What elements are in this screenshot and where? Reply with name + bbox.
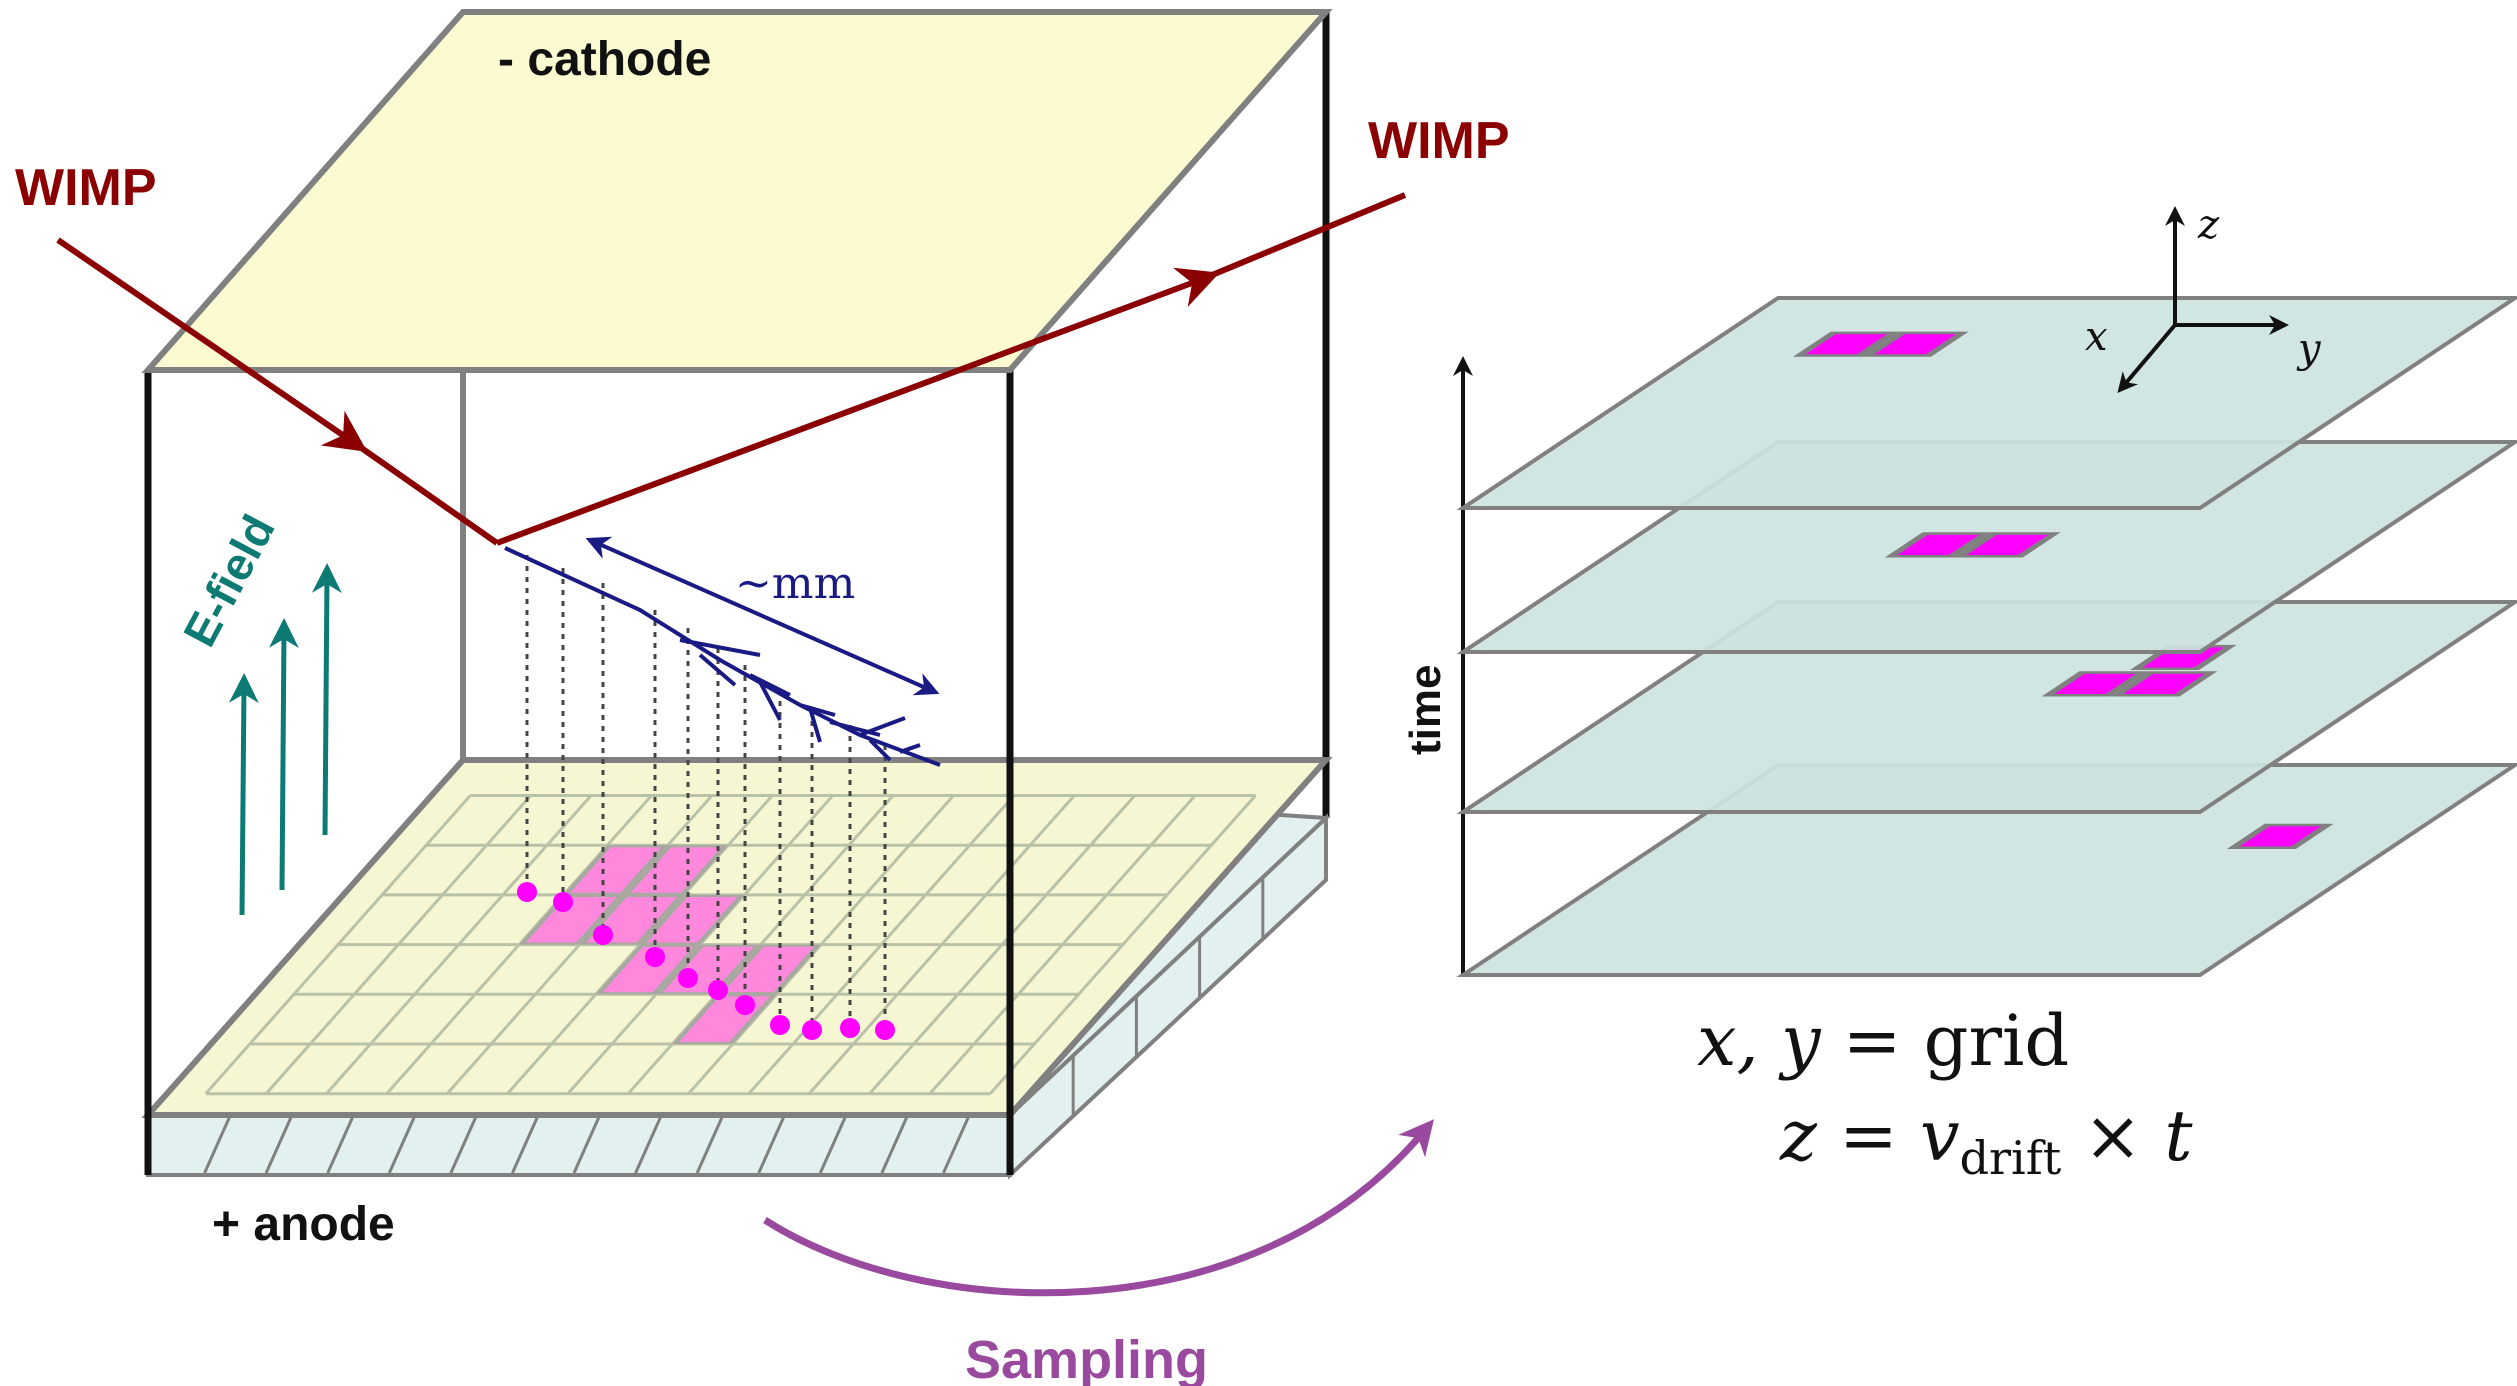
axis-x-label: x — [2085, 314, 2108, 360]
wimp-out-label: WIMP — [1368, 112, 1510, 170]
arrow-icon — [495, 267, 1220, 546]
time-layer — [1456, 763, 2517, 977]
front-tick — [942, 1116, 970, 1174]
eq1-rhs: = grid — [1821, 1000, 2070, 1082]
electron-dot — [770, 1015, 790, 1035]
cathode-label: - cathode — [498, 33, 711, 86]
electron-dot — [708, 980, 728, 1000]
front-tick — [818, 1116, 847, 1174]
sampling-label: Sampling — [965, 1330, 1208, 1386]
front-tick — [326, 1116, 355, 1174]
time-label: time — [1401, 665, 1450, 755]
anode-hit-pixels — [519, 845, 822, 1044]
electron-dot — [517, 882, 537, 902]
layer-plane — [1456, 763, 2517, 977]
wimp-trajectory — [56, 192, 1407, 546]
front-tick — [449, 1116, 478, 1174]
anode-front-grid — [203, 877, 1265, 1174]
front-tick — [695, 1116, 724, 1174]
layer-pixel — [1897, 534, 1979, 555]
scale-arrow — [585, 536, 940, 696]
eq2-z: z — [1779, 1095, 1818, 1177]
electron-dot — [802, 1020, 822, 1040]
eq2-eq: = — [1817, 1095, 1920, 1177]
eq2-v: v — [1920, 1095, 1960, 1177]
layer-plane — [1456, 600, 2517, 814]
layer-pixel — [1805, 334, 1888, 355]
arrow-icon — [311, 563, 342, 836]
eq2-sub: drift — [1960, 1131, 2062, 1185]
time-layer — [1456, 296, 2517, 510]
hit-pixel — [630, 847, 722, 893]
layer-pixel — [2142, 647, 2225, 668]
layer-stack — [1456, 296, 2517, 977]
efield-arrows — [228, 563, 342, 916]
electron-dot — [840, 1018, 860, 1038]
eq1-vars: x, y — [1697, 1000, 1822, 1082]
hit-pixel — [570, 847, 661, 893]
anode-pixel-grid — [204, 794, 1257, 1096]
front-tick — [572, 1116, 601, 1174]
branching-track-icon — [504, 546, 941, 767]
scale-label: ~mm — [735, 558, 855, 609]
eq2-times: × — [2061, 1095, 2164, 1177]
layer-pixel — [2123, 673, 2205, 694]
arrow-icon — [228, 673, 259, 916]
layer-plane — [1456, 296, 2517, 510]
layer-pixel — [2239, 826, 2322, 847]
anode-plate — [141, 757, 1333, 1180]
axis-y-label: y — [2296, 326, 2322, 372]
tpc-detector: - cathode + anode WIMP WIMP E-field ~mm — [15, 9, 1510, 1251]
electron-dot — [553, 892, 573, 912]
electron-dot — [875, 1020, 895, 1040]
front-tick — [264, 1116, 293, 1174]
electron-dots — [517, 882, 895, 1040]
front-tick — [511, 1116, 539, 1174]
wimp-in-label: WIMP — [15, 159, 157, 217]
layer-pixel — [1874, 334, 1957, 355]
layer-pixel — [2054, 673, 2136, 694]
front-tick — [634, 1116, 662, 1174]
front-tick — [757, 1116, 786, 1174]
arrow-icon — [56, 237, 368, 452]
eq2-t: t — [2164, 1095, 2193, 1177]
electron-dot — [678, 968, 698, 988]
electron-dot — [735, 995, 755, 1015]
hit-pixel — [526, 897, 617, 943]
front-tick — [387, 1116, 416, 1174]
equation-drift: z = vdrift × t — [1779, 1095, 2193, 1185]
hit-pixel — [602, 946, 694, 993]
arrow-icon — [268, 618, 299, 891]
anode-label: + anode — [212, 1198, 395, 1251]
cathode-plate — [141, 9, 1333, 373]
electron-dot — [593, 925, 613, 945]
axis-z-label: z — [2197, 202, 2220, 248]
sampling-arrow — [763, 1119, 1434, 1297]
front-tick — [203, 1116, 231, 1174]
equation-grid: x, y = grid — [1697, 1000, 2069, 1082]
hit-pixel — [723, 946, 814, 993]
layer-pixel — [1966, 534, 2048, 555]
efield-label: E-field — [173, 506, 285, 655]
axes-triad-icon — [2117, 206, 2289, 394]
time-slices: time — [1401, 296, 2517, 977]
hit-pixel — [646, 897, 738, 943]
front-tick — [880, 1116, 909, 1174]
electron-dot — [645, 947, 665, 967]
time-layer — [1456, 600, 2517, 814]
